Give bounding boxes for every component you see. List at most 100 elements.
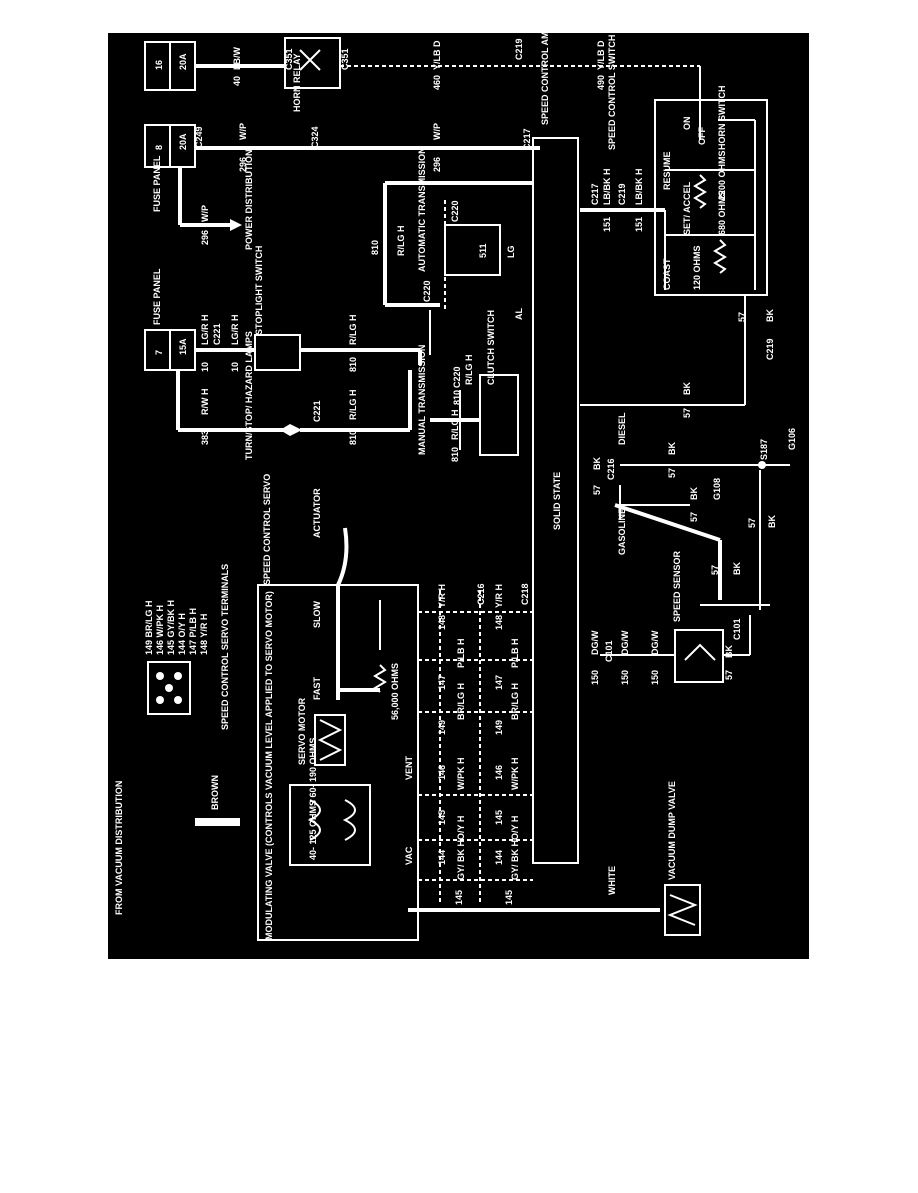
label-w145c: 145: [454, 890, 464, 905]
stoplight-switch-box: [254, 334, 301, 371]
label-c216-b: C216: [476, 583, 486, 605]
label-w147a: 147: [437, 675, 447, 690]
label-w145a: 145: [437, 810, 447, 825]
label-stoplight-switch: STOPLIGHT SWITCH: [254, 246, 264, 335]
label-c217-b: C217: [590, 183, 600, 205]
label-speed-control-servo: SPEED CONTROL SERVO: [262, 474, 272, 585]
label-ylbd-b: Y/LB D: [596, 40, 606, 70]
label-plbh-b: P/LB H: [510, 638, 520, 668]
label-wire150-c: 150: [650, 670, 660, 685]
label-wire57-a: 57: [592, 485, 602, 495]
label-w146b: 146: [494, 765, 504, 780]
label-manual-transmission: MANUAL TRANSMISSION: [417, 345, 427, 455]
servo-group: [195, 527, 701, 941]
label-g106: G106: [787, 428, 797, 450]
brown-hose: [195, 818, 240, 826]
label-c249: C249: [194, 126, 204, 148]
label-yrh-b: Y/R H: [494, 584, 504, 608]
label-from-vacuum: FROM VACUUM DISTRIBUTION: [114, 781, 124, 915]
label-rlgh-d: R/LG H: [450, 410, 460, 441]
label-dgw-b: DG/W: [620, 630, 630, 655]
label-wp-a: W/P: [238, 123, 248, 140]
label-wpkh-b: W/PK H: [510, 758, 520, 791]
label-solid-state: SOLID STATE: [552, 472, 562, 530]
label-coast: COAST: [662, 258, 672, 290]
label-servo-terminals-title: SPEED CONTROL SERVO TERMINALS: [220, 564, 230, 730]
label-c219-bot: C219: [765, 338, 775, 360]
label-brlgh-a: BR/LG H: [456, 683, 466, 720]
label-rlgh-c: R/LG H: [464, 355, 474, 386]
diagram-background: [108, 33, 809, 959]
label-c218: C218: [520, 583, 530, 605]
label-dgw-a: DG/W: [590, 630, 600, 655]
label-fuse8: 8: [154, 145, 164, 150]
label-wire57-g: 57: [737, 312, 747, 322]
label-clutch-switch: CLUTCH SWITCH: [486, 310, 496, 385]
label-c351a: C351: [284, 48, 294, 70]
label-wire296-a: 296: [238, 157, 248, 172]
label-wire490: 490: [596, 75, 606, 90]
label-bk-c: BK: [689, 487, 699, 500]
speed-control-amplifier-box: [532, 137, 579, 864]
label-gybkh-b: GY/ BK H: [510, 840, 520, 880]
label-bk-e: BK: [767, 515, 777, 528]
label-bk-h: BK: [724, 645, 734, 658]
label-wire460: 460: [432, 75, 442, 90]
label-wire511: 511: [478, 243, 488, 258]
label-term145: 145 GY/BK H: [166, 600, 176, 655]
label-wire10-a: 10: [200, 362, 210, 372]
label-term144: 144 O/Y H: [177, 613, 187, 655]
label-speed-sensor: SPEED SENSOR: [672, 550, 682, 622]
label-servo-motor: SERVO MOTOR: [297, 697, 307, 765]
modulating-valve-box: [289, 784, 371, 866]
label-wpkh-a: W/PK H: [456, 758, 466, 791]
speed-sensor-group: [600, 615, 751, 683]
label-g108: G108: [712, 478, 722, 500]
label-horn-relay: HORN RELAY: [292, 53, 302, 112]
label-bk-g: BK: [765, 309, 775, 322]
label-wire57-f: 57: [682, 408, 692, 418]
label-c101: C101: [732, 618, 742, 640]
label-lgrh-a: LG/R H: [200, 315, 210, 346]
label-diesel: DIESEL: [617, 412, 627, 445]
label-c101-b: C101: [604, 640, 614, 662]
label-w146a: 146: [437, 765, 447, 780]
label-ohms680: 680 OHMS: [717, 190, 727, 235]
label-w147b: 147: [494, 675, 504, 690]
label-bk-b: BK: [667, 442, 677, 455]
label-slow: SLOW: [312, 600, 322, 628]
label-fuse15a: 15A: [178, 338, 188, 355]
label-wire810-d: 810: [450, 447, 460, 462]
label-rlgh-e: R/LG H: [348, 390, 358, 421]
label-c219-top: C219: [514, 38, 524, 60]
vacuum-dump-valve-box: [664, 884, 701, 936]
label-term148: 148 Y/R H: [199, 614, 209, 655]
label-power-distribution: POWER DISTRIBUTION: [244, 150, 254, 251]
label-wire57-b: 57: [667, 468, 677, 478]
label-oyh-a: O/Y H: [456, 816, 466, 840]
label-fast: FAST: [312, 676, 322, 700]
label-c220-c: C220: [452, 366, 462, 388]
label-bk-f: BK: [682, 382, 692, 395]
label-fuse20a-top: 20A: [178, 53, 188, 70]
switch-assembly-group: [580, 99, 768, 296]
label-c216-a: C216: [606, 458, 616, 480]
label-wire810-c: 810: [452, 390, 462, 405]
label-wire150-b: 150: [620, 670, 630, 685]
label-w148a: 148: [437, 615, 447, 630]
label-wire810-e: 810: [348, 430, 358, 445]
label-wire10-b: 10: [230, 362, 240, 372]
label-fuse16: 16: [154, 60, 164, 70]
label-wire151-b: 151: [634, 217, 644, 232]
label-ylbd-a: Y/LB D: [432, 40, 442, 70]
label-al: AL: [514, 308, 524, 320]
label-term147: 147 P/LB H: [188, 608, 198, 655]
label-wire57-h: 57: [724, 670, 734, 680]
label-w149b: 149: [494, 720, 504, 735]
label-vent: VENT: [404, 755, 414, 780]
stoplight-group: [144, 329, 422, 436]
label-c324: C324: [310, 126, 320, 148]
label-wire40: 40: [232, 76, 242, 86]
label-w145d: 145: [504, 890, 514, 905]
label-wp-b: W/P: [432, 123, 442, 140]
